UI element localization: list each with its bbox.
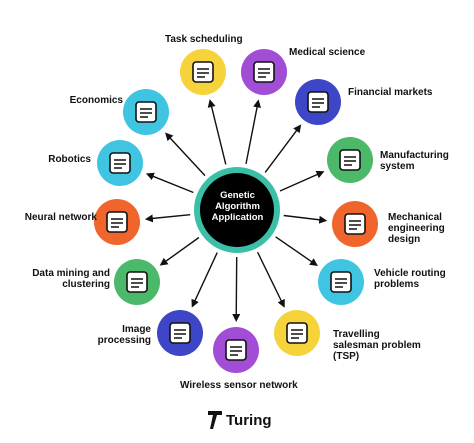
arrow-financial-markets (264, 124, 302, 173)
neural-network-icon (106, 211, 128, 233)
arrow-travelling-salesman-problem (256, 251, 285, 308)
node-medical-science (241, 49, 287, 95)
data-report-icon (126, 271, 148, 293)
node-financial-markets (295, 79, 341, 125)
node-manufacturing-system (327, 137, 373, 183)
label-manufacturing-system: Manufacturing system (380, 150, 449, 172)
bar-chart-icon (307, 91, 329, 113)
arrow-wireless-sensor-network (232, 256, 241, 322)
arrow-vehicle-routing-problems (275, 236, 318, 267)
brand-name: Turing (226, 411, 272, 429)
node-data-mining-and-clustering (114, 259, 160, 305)
arrow-mechanical-engineering-design (283, 214, 328, 224)
label-wireless-sensor-network: Wireless sensor network (180, 380, 298, 391)
label-image-processing: Image processing (97, 324, 151, 346)
robot-icon (109, 152, 131, 174)
arrow-neural-network (144, 214, 191, 223)
node-image-processing (157, 310, 203, 356)
arrow-economics (165, 132, 206, 177)
label-mechanical-engineering-design: Mechanical engineering design (388, 212, 445, 245)
label-vehicle-routing-problems: Vehicle routing problems (374, 268, 446, 290)
map-pin-icon (286, 322, 308, 344)
node-travelling-salesman-problem (274, 310, 320, 356)
label-medical-science: Medical science (289, 47, 366, 58)
label-data-mining-and-clustering: Data mining and clustering (32, 268, 110, 290)
money-bag-icon (135, 101, 157, 123)
node-neural-network (94, 199, 140, 245)
center-circle (200, 173, 274, 247)
center-node (194, 167, 280, 253)
arrow-robotics (145, 172, 194, 194)
gear-wrench-icon (344, 213, 366, 235)
label-robotics: Robotics (48, 154, 91, 165)
center-label: Genetic Algorithm Application (211, 190, 264, 223)
connector-arrows (144, 99, 328, 322)
turing-logo-icon (208, 411, 222, 429)
node-mechanical-engineering-design (332, 201, 378, 247)
node-robotics (97, 140, 143, 186)
wireless-sensor-icon (225, 339, 247, 361)
arrow-task-scheduling (207, 99, 227, 165)
clipboard-clock-icon (192, 61, 214, 83)
medical-cross-icon (253, 61, 275, 83)
car-icon (330, 271, 352, 293)
label-task-scheduling: Task scheduling (165, 34, 243, 45)
label-neural-network: Neural network (24, 212, 97, 223)
arrow-manufacturing-system (279, 170, 325, 192)
arrow-image-processing (191, 252, 218, 308)
node-circles (94, 49, 378, 373)
label-financial-markets: Financial markets (348, 87, 433, 98)
node-economics (123, 89, 169, 135)
node-vehicle-routing-problems (318, 259, 364, 305)
factory-icon (339, 149, 361, 171)
node-task-scheduling (180, 49, 226, 95)
image-scan-icon (169, 322, 191, 344)
label-travelling-salesman-problem: Travelling salesman problem (TSP) (333, 329, 421, 362)
brand-logo: Turing (208, 409, 272, 431)
node-wireless-sensor-network (213, 327, 259, 373)
arrow-data-mining-and-clustering (159, 236, 200, 266)
label-economics: Economics (69, 95, 123, 106)
arrow-medical-science (245, 99, 261, 165)
